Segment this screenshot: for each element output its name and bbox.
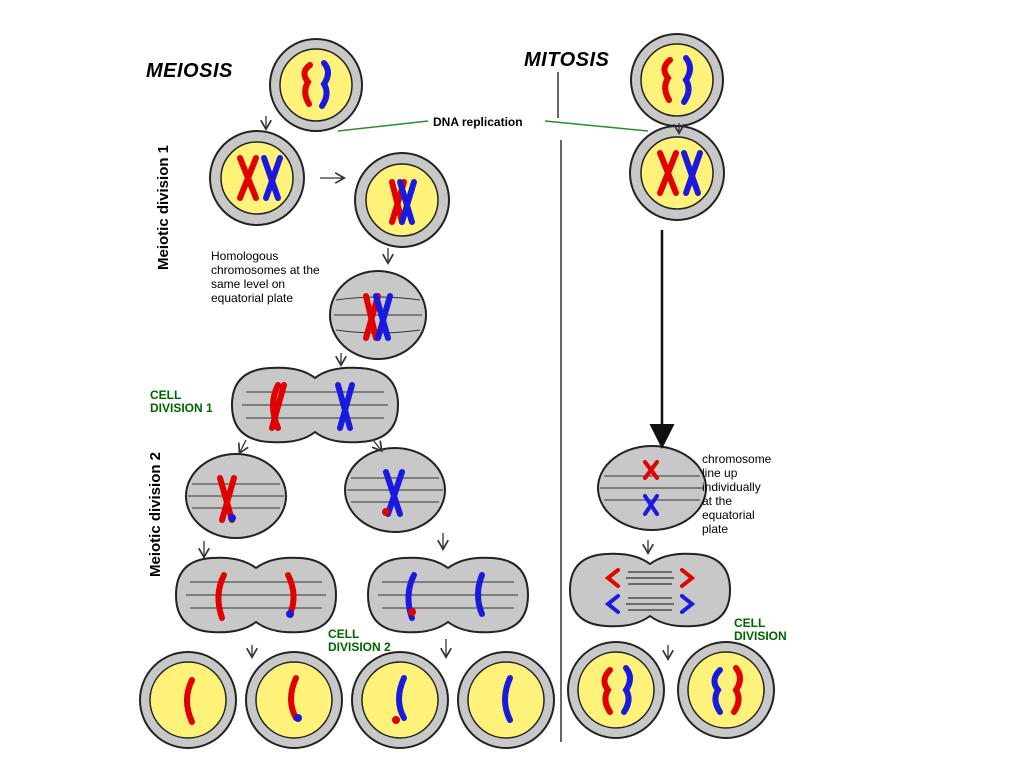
- mitosis-daughter-cell-1: [567, 641, 665, 739]
- homologous-annotation: Homologous chromosomes at the same level…: [211, 249, 320, 305]
- mitosis-division-cell: [568, 552, 732, 628]
- flow-arrows: [198, 116, 685, 662]
- meiosis-2-division-right: [366, 556, 530, 634]
- daughter-cell-3: [351, 651, 449, 749]
- chromosome-red: [301, 62, 313, 107]
- dna-replication-label: DNA replication: [430, 115, 526, 129]
- mitosis-metaphase-cell: [597, 445, 707, 531]
- meiosis-2-right-cell: [344, 447, 446, 533]
- meiotic-division-1-label: Meiotic division 1: [155, 144, 172, 270]
- cell-division-label: CELL DIVISION: [734, 616, 787, 643]
- meiosis-replicated-cell: [209, 130, 305, 226]
- cell-division-2-label: CELL DIVISION 2: [328, 627, 391, 654]
- dna-replication-connector-left: [337, 120, 429, 132]
- meiosis-2-division-left: [174, 556, 338, 634]
- chromosome-line-up-annotation: chromosome line up individually at the e…: [702, 452, 772, 536]
- dna-replication-connector-right: [544, 120, 649, 132]
- mitosis-replicated-cell: [629, 125, 725, 221]
- daughter-cell-4: [457, 651, 555, 749]
- mitosis-daughter-cell-2: [677, 641, 775, 739]
- meiosis-synapsis-cell: [354, 152, 450, 248]
- meiosis-heading: MEIOSIS: [146, 60, 233, 82]
- chromosome-blue: [319, 60, 331, 109]
- daughter-cell-1: [139, 651, 237, 749]
- mitosis-heading: MITOSIS: [524, 49, 610, 71]
- meiosis-parent-cell: [269, 38, 363, 132]
- cell-division-1-label: CELL DIVISION 1: [150, 388, 213, 415]
- meiosis-cell-division-1: [230, 366, 400, 444]
- meiosis-metaphase-1-cell: [329, 270, 427, 360]
- meiotic-division-2-label: Meiotic division 2: [147, 451, 164, 577]
- daughter-cell-2: [245, 651, 343, 749]
- meiosis-2-left-cell: [185, 453, 287, 539]
- mitosis-parent-cell: [630, 33, 724, 127]
